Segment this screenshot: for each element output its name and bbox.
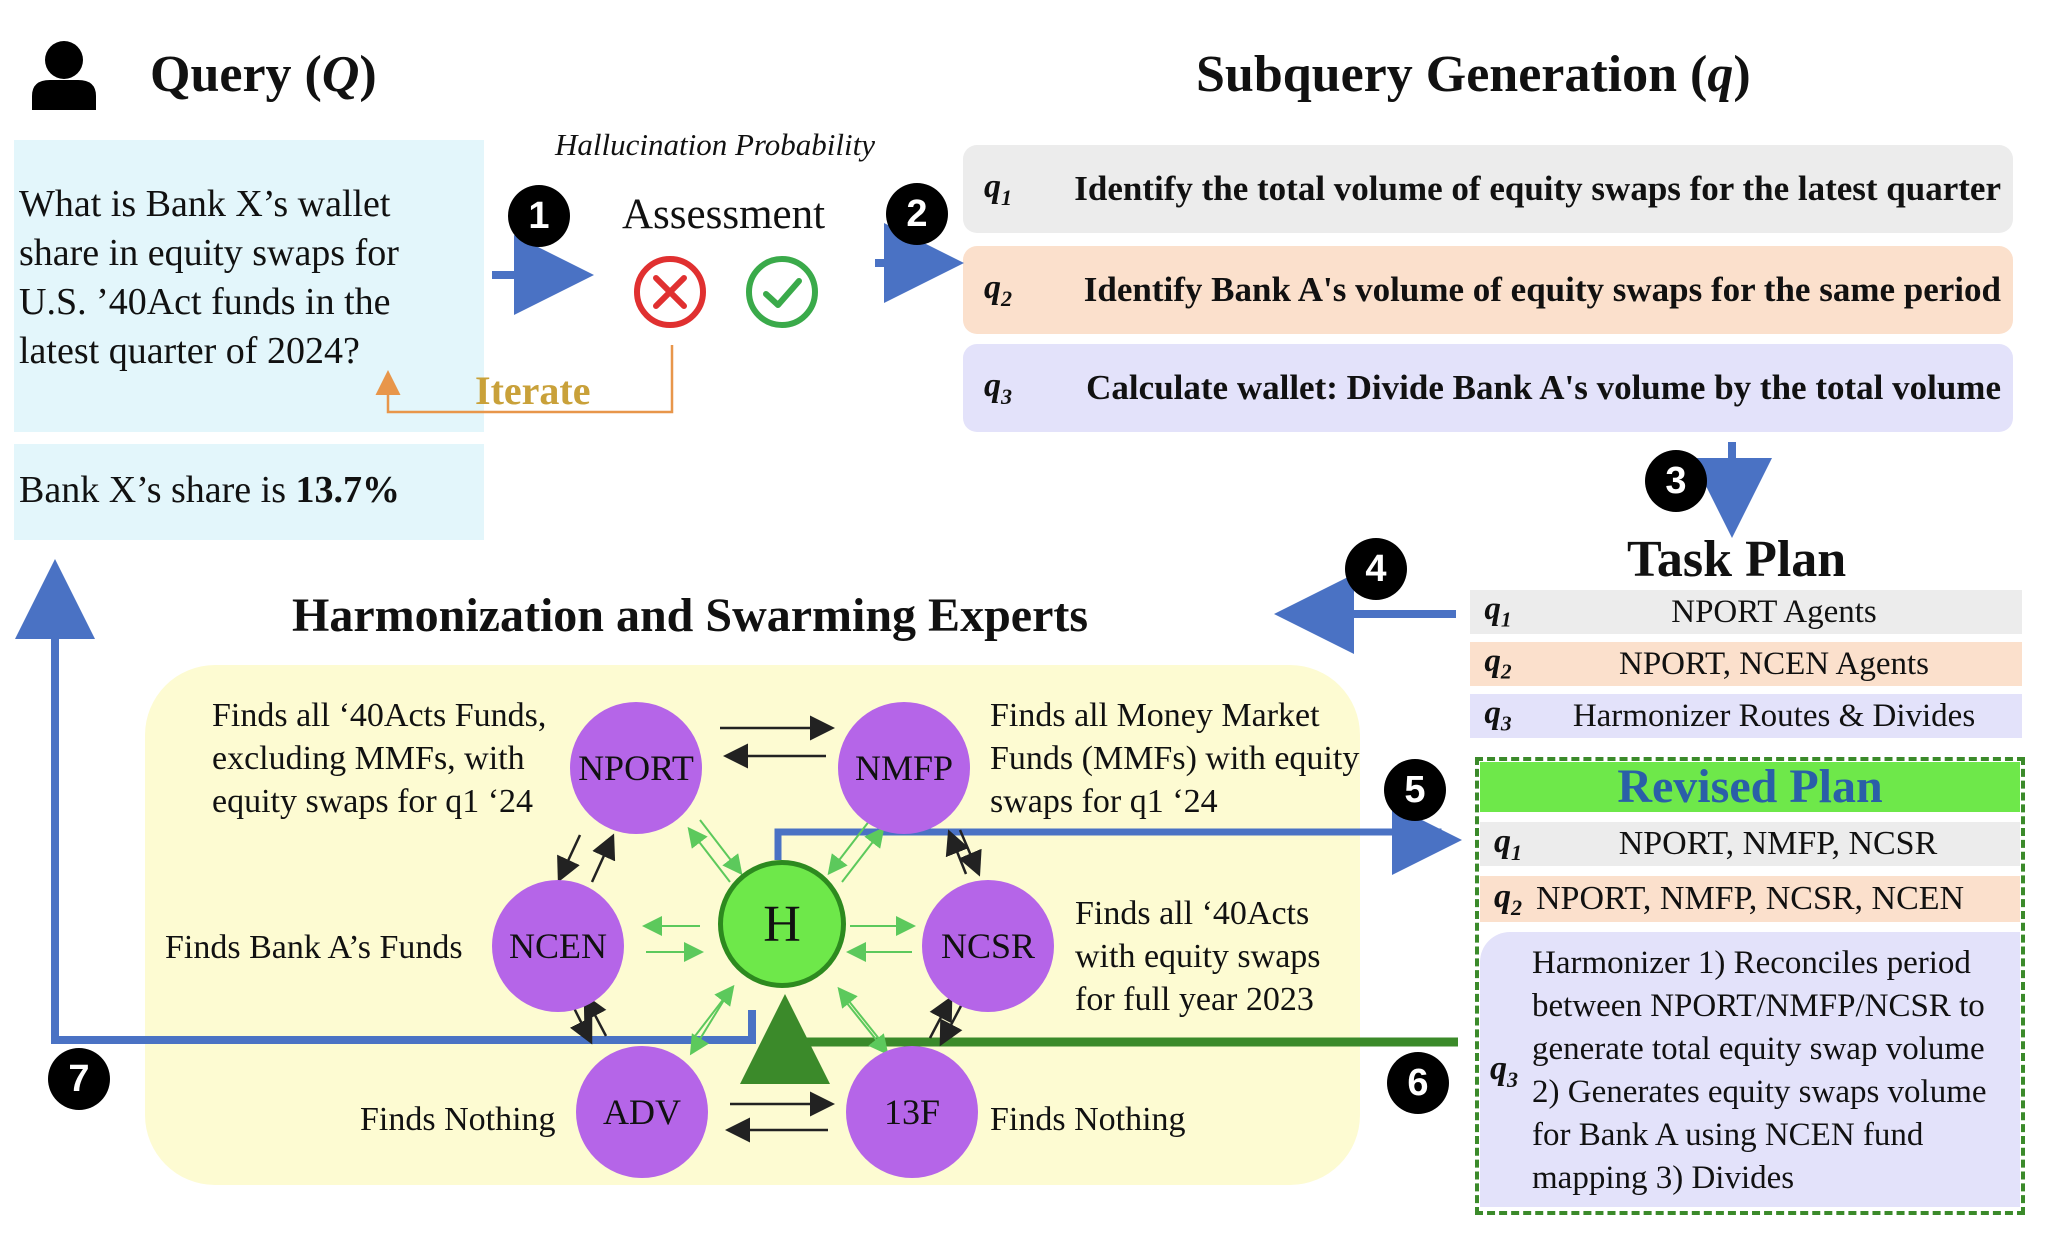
harmonizer-hub: H	[718, 860, 846, 988]
subquery-row-q3: q3 Calculate wallet: Divide Bank A's vol…	[963, 344, 2013, 432]
query-title: Query (Q)	[150, 46, 377, 103]
revised-plan-box	[1475, 757, 2025, 1215]
task-plan-title: Task Plan	[1627, 531, 1847, 588]
revised-plan-row-q3: q3 Harmonizer 1) Reconciles period betwe…	[1480, 932, 2020, 1207]
assessment-label: Assessment	[622, 191, 826, 238]
plan-text: NPORT, NMFP, NCSR	[1618, 825, 1938, 862]
check-icon	[744, 254, 820, 335]
revised-plan-row-q2: q2 NPORT, NMFP, NCSR, NCEN	[1480, 876, 2020, 922]
desc-nmfp: Finds all Money Market Funds (MMFs) with…	[990, 697, 1360, 820]
step-4-badge: 4	[1345, 538, 1407, 600]
node-adv: ADV	[576, 1046, 708, 1178]
step-7-badge: 7	[48, 1048, 110, 1110]
revised-plan-title: Revised Plan	[1480, 762, 2020, 812]
plan-text: Harmonizer Routes & Divides	[1572, 697, 1976, 734]
node-nport: NPORT	[570, 702, 702, 834]
plan-text: NPORT Agents	[1671, 593, 1877, 630]
subquery-text: Calculate wallet: Divide Bank A's volume…	[1086, 368, 2001, 407]
plan-text: NPORT, NCEN Agents	[1618, 645, 1929, 682]
revised-plan-row-q1: q1 NPORT, NMFP, NCSR	[1480, 822, 2020, 866]
user-icon	[30, 40, 98, 110]
hallucination-caption: Hallucination Probability	[555, 127, 876, 162]
plan-id: q3	[1484, 695, 1512, 736]
subquery-title: Subquery Generation (q)	[1196, 46, 1751, 103]
plan-id: q1	[1493, 822, 1523, 865]
plan-text: NPORT, NMFP, NCSR, NCEN	[1536, 880, 1965, 917]
step-2-badge: 2	[886, 183, 948, 245]
desc-ncen: Finds Bank A’s Funds	[165, 929, 463, 966]
subquery-id: q2	[983, 268, 1013, 311]
desc-nport: Finds all ‘40Acts Funds, excluding MMFs,…	[212, 697, 547, 820]
task-plan-row-q3: q3 Harmonizer Routes & Divides	[1470, 694, 2022, 738]
task-plan-row-q1: q1 NPORT Agents	[1470, 590, 2022, 634]
answer-text: Bank X’s share is 13.7%	[19, 469, 401, 511]
step-3-badge: 3	[1645, 450, 1707, 512]
step-1-badge: 1	[508, 185, 570, 247]
node-ncsr: NCSR	[922, 880, 1054, 1012]
desc-13f: Finds Nothing	[990, 1101, 1186, 1138]
swarm-title: Harmonization and Swarming Experts	[292, 589, 1089, 642]
plan-id: q3	[1490, 1050, 1519, 1092]
query-box: What is Bank X’s wallet share in equity …	[14, 140, 484, 432]
plan-id: q2	[1493, 877, 1523, 920]
desc-adv: Finds Nothing	[360, 1101, 556, 1138]
subquery-id: q1	[983, 167, 1013, 210]
query-question: What is Bank X’s wallet share in equity …	[19, 183, 399, 372]
answer-box: Bank X’s share is 13.7%	[14, 444, 484, 540]
plan-text: Harmonizer 1) Reconciles period between …	[1532, 945, 1987, 1196]
cross-icon	[632, 254, 708, 335]
subquery-id: q3	[983, 366, 1013, 409]
plan-id: q2	[1484, 643, 1512, 684]
node-13f: 13F	[846, 1046, 978, 1178]
plan-id: q1	[1484, 591, 1512, 632]
task-plan-row-q2: q2 NPORT, NCEN Agents	[1470, 642, 2022, 686]
subquery-row-q2: q2 Identify Bank A's volume of equity sw…	[963, 246, 2013, 334]
step-6-badge: 6	[1387, 1052, 1449, 1114]
subquery-text: Identify Bank A's volume of equity swaps…	[1083, 270, 2001, 309]
node-nmfp: NMFP	[838, 702, 970, 834]
desc-ncsr: Finds all ‘40Acts with equity swaps for …	[1075, 895, 1321, 1018]
iterate-label: Iterate	[475, 368, 591, 413]
subquery-text: Identify the total volume of equity swap…	[1074, 169, 2001, 208]
subquery-row-q1: q1 Identify the total volume of equity s…	[963, 145, 2013, 233]
step-5-badge: 5	[1384, 759, 1446, 821]
answer-value: 13.7%	[295, 469, 401, 511]
node-ncen: NCEN	[492, 880, 624, 1012]
